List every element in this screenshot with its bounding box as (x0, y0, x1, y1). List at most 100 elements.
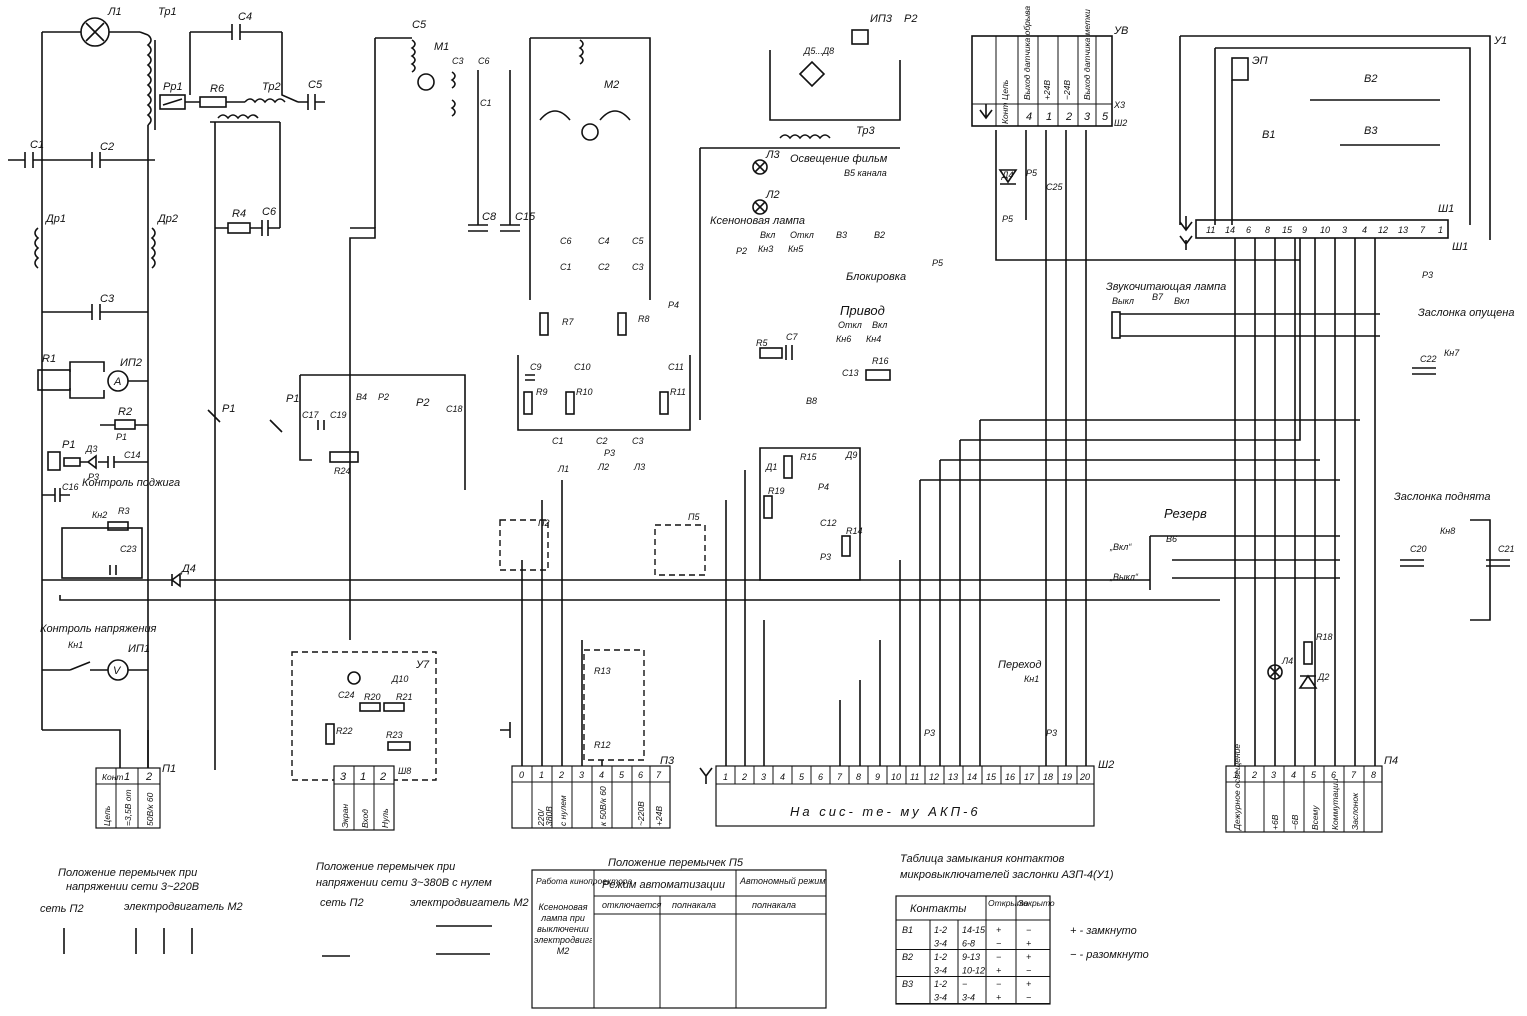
p4-cell: +6В (1270, 814, 1280, 830)
label-p5: Р5 (932, 258, 944, 268)
sh2-pin: 15 (986, 772, 997, 782)
label-c18: С18 (446, 404, 463, 414)
label-p2-ctrl: Р2 (736, 246, 747, 256)
label-v2-u1: В2 (1364, 73, 1377, 85)
azp-cell: − (996, 979, 1001, 989)
label-p1-relay-b: Р1 (286, 393, 299, 405)
label-c22: С22 (1420, 354, 1437, 364)
label-ksenonovaya: Ксеноновая лампа (710, 215, 805, 227)
n220-sub: напряжении сети 3~220В (66, 881, 199, 893)
label-u1: У1 (1493, 35, 1507, 47)
label-otkl-2: Откл (838, 320, 862, 330)
u7-cell-ekran: Экран (340, 804, 350, 828)
p4-pin: 8 (1371, 770, 1376, 780)
label-kn1: Кн1 (68, 640, 83, 650)
label-c5a: С5 (308, 79, 323, 91)
notes-380v: Положение перемычек при напряжении сети … (316, 861, 529, 957)
label-c23: С23 (120, 544, 137, 554)
p1-cell-1: Цепь (102, 806, 112, 826)
sh1-pin: 10 (1320, 225, 1330, 235)
label-osveshchenie: Освещение фильм (790, 153, 888, 165)
uv-minus24: −24В (1062, 80, 1072, 100)
voltmeter-symbol: V (113, 665, 122, 677)
label-c3-m2: С3 (632, 262, 644, 272)
label-c3-m1: С3 (452, 56, 464, 66)
u7-num-1: 1 (360, 771, 366, 783)
label-ip2: ИП2 (120, 357, 142, 369)
label-m2: М2 (604, 79, 619, 91)
sh2-pin: 10 (891, 772, 901, 782)
azp-cell: − (996, 952, 1001, 962)
label-c6-m1: С6 (478, 56, 490, 66)
label-sh2-uv: Ш2 (1114, 118, 1127, 128)
uv-block: УВ Цепь Выход датчика обрыва +24В −24В В… (971, 6, 1300, 780)
sh2-pin: 1 (723, 772, 728, 782)
label-r2: R2 (118, 406, 132, 418)
label-p4-connector: П4 (1384, 755, 1398, 767)
sh2-pin: 3 (761, 772, 766, 782)
label-l2-lamp: Л2 (765, 189, 780, 201)
label-l1: Л1 (107, 6, 122, 18)
p4-pin: 2 (1251, 770, 1257, 780)
sh1-pin: 11 (1206, 225, 1215, 235)
label-v1: В1 (1262, 129, 1275, 141)
label-p3-sh2-b: Р3 (1046, 728, 1057, 738)
label-r11: R11 (670, 387, 686, 397)
label-p2-jumper: П2 (538, 518, 550, 528)
uv-kont: Конт (1000, 103, 1010, 125)
uv-num-1: 1 (1046, 111, 1052, 123)
label-r7: R7 (562, 317, 574, 327)
sh1-pins: 11 14 6 8 15 9 10 3 4 12 13 7 1 (1206, 225, 1443, 235)
connector-p3: R13 R12 П3 (511, 649, 675, 829)
label-vkl-q: „Вкл“ (1109, 542, 1132, 552)
legend-minus: − - разомкнуто (1070, 949, 1149, 961)
label-l3-p: Л3 (633, 462, 645, 472)
label-sh1-b: Ш1 (1452, 241, 1468, 253)
azp-cell: + (1026, 939, 1031, 949)
p1-num-1: 1 (124, 771, 130, 783)
uv-num-2: 2 (1065, 111, 1072, 123)
label-m1: М1 (434, 41, 449, 53)
n380-sub: напряжении сети 3~380В с нулем (316, 877, 492, 889)
label-c2-p: С2 (596, 436, 608, 446)
p4-cell: Дежурное освещение (1232, 744, 1242, 831)
p4-cell: −6В (1290, 814, 1300, 830)
p4-pin: 6 (1331, 770, 1336, 780)
label-ep: ЭП (1252, 55, 1268, 67)
label-r12: R12 (594, 740, 611, 750)
label-c10: С10 (574, 362, 591, 372)
uv-num-3: 3 (1084, 111, 1091, 123)
label-c9: С9 (530, 362, 542, 372)
label-c3-p: С3 (632, 436, 644, 446)
sh2-pin: 7 (837, 772, 843, 782)
label-v7: В7 (1152, 292, 1164, 302)
label-kn4: Кн4 (866, 334, 881, 344)
label-vykl: Выкл (1112, 296, 1134, 306)
label-r22: R22 (336, 726, 353, 736)
azp-cell: + (1026, 952, 1031, 962)
legend-plus: + - замкнуто (1070, 925, 1137, 937)
p3-pin: 4 (599, 770, 604, 780)
label-d1: Д1 (765, 462, 777, 472)
label-rr1: Рр1 (163, 81, 183, 93)
uv-num-5: 5 (1102, 111, 1109, 123)
u7-num-3: 3 (340, 771, 347, 783)
label-r15: R15 (800, 452, 818, 462)
label-p3-connector: П3 (660, 755, 675, 767)
p5-sub1: отключается (602, 900, 662, 910)
u7-cell-vkhod: Вход (360, 809, 370, 828)
bus-wires (500, 238, 1360, 766)
label-c20: С20 (1410, 544, 1427, 554)
uv-num-4: 4 (1026, 111, 1032, 123)
connector-p1: Конт 1 2 Цепь =3,5В от 50В/к 60 П1 (95, 763, 176, 829)
label-c11: С11 (668, 362, 684, 372)
label-p2b: Р2 (416, 397, 429, 409)
label-d9: Д9 (845, 450, 857, 460)
p3-pins: 0 1 2 3 4 5 6 7 220/ 380В с нулем к 50В/… (519, 770, 664, 827)
label-c19: С19 (330, 410, 347, 420)
sh2-pin: 11 (910, 772, 919, 782)
azp-cell: − (962, 979, 967, 989)
sh1-pin: 15 (1282, 225, 1293, 235)
label-r14: R14 (846, 526, 863, 536)
u7-cell-nul: Нуль (380, 808, 390, 828)
